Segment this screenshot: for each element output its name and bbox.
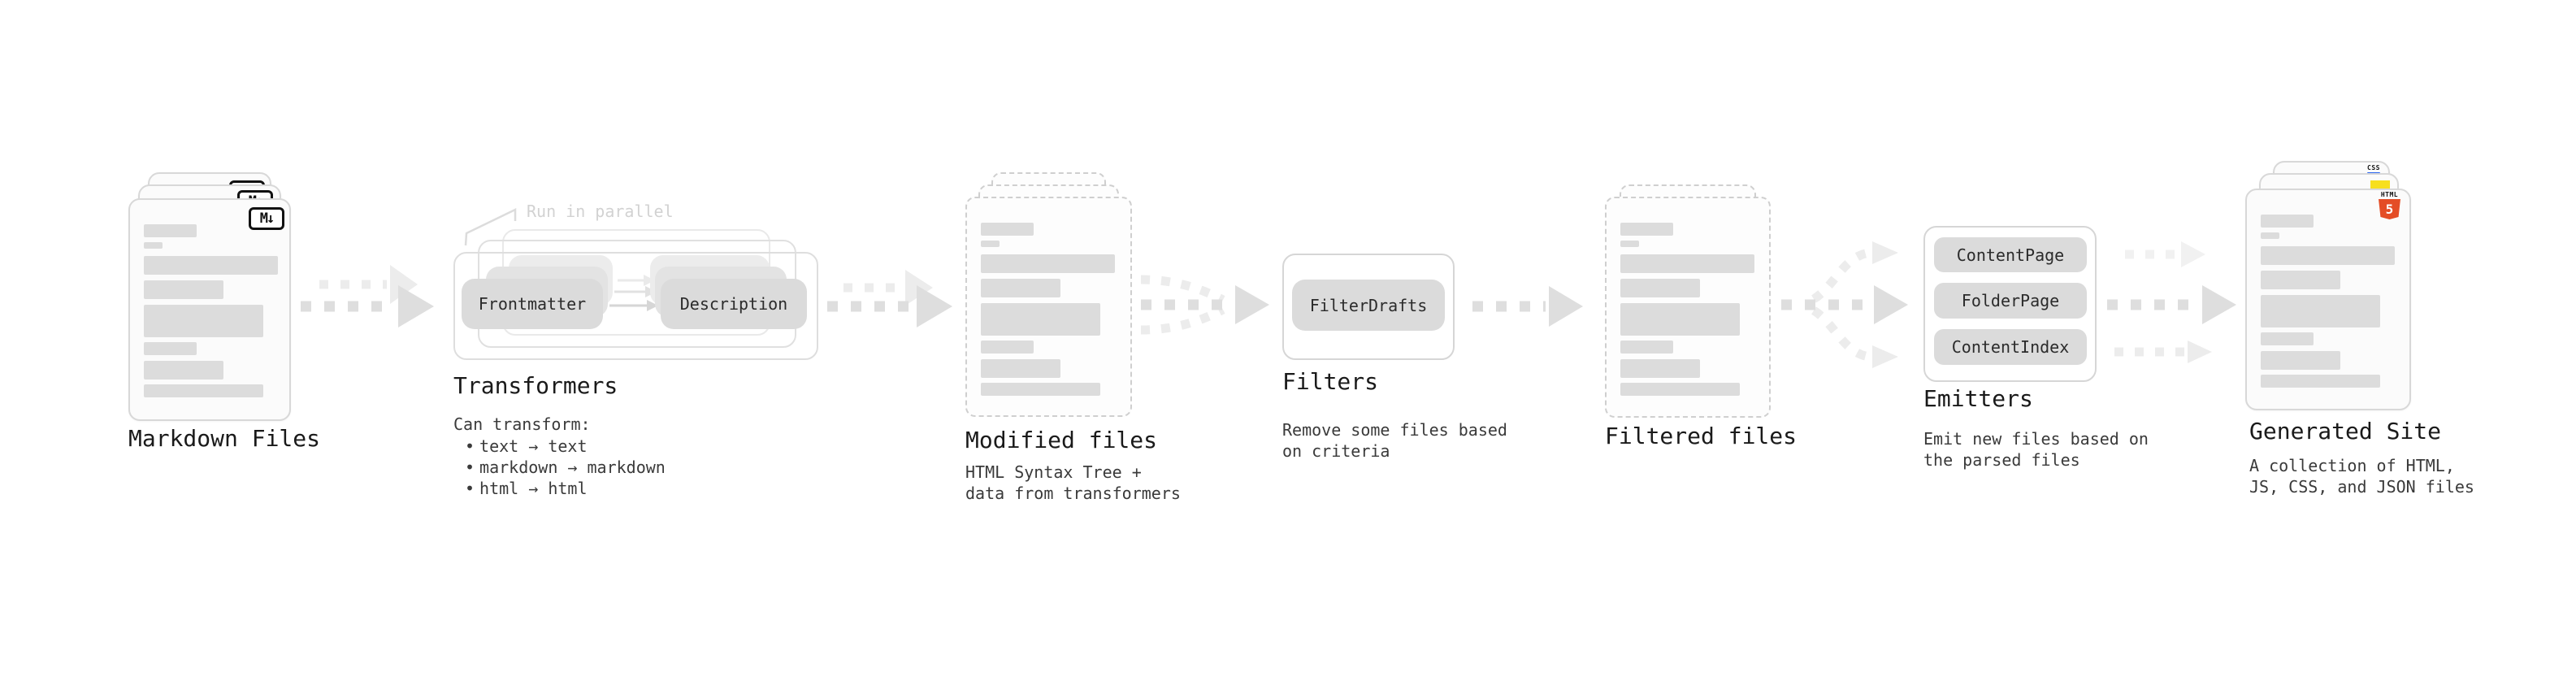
modified-files-subtitle: HTML Syntax Tree + data from transformer… [965, 462, 1181, 503]
arrow-modified-to-filters [1140, 275, 1269, 335]
site-file-html: HTML 5 [2245, 189, 2411, 410]
transformers-bullet-2: •markdown → markdown [465, 458, 666, 477]
generated-site-title: Generated Site [2249, 418, 2442, 445]
arrow-frontmatter-to-description [609, 275, 658, 311]
arrow-filtered-to-emitters [1781, 241, 1908, 368]
contentindex-emitter-box: ContentIndex [1934, 329, 2087, 365]
transformers-title: Transformers [453, 372, 618, 399]
annotation-leader-line [464, 208, 517, 246]
arrow-transformers-to-modified [827, 270, 952, 327]
modified-files-title: Modified files [965, 427, 1158, 453]
emitters-title: Emitters [1923, 385, 2033, 412]
filterdrafts-box: FilterDrafts [1292, 280, 1445, 331]
folderpage-emitter-box: FolderPage [1934, 283, 2087, 319]
transformers-subtitle: Can transform: [453, 414, 591, 434]
markdown-icon: M↓ [249, 207, 284, 230]
transformers-bullet-3: •html → html [465, 479, 588, 498]
document-content-placeholder [1607, 198, 1769, 416]
filters-subtitle: Remove some files based on criteria [1282, 420, 1507, 461]
frontmatter-transformer-box: Frontmatter [462, 279, 603, 329]
markdown-files-label: Markdown Files [128, 425, 321, 452]
transformer-layer-front [453, 252, 818, 360]
document-content-placeholder [967, 198, 1130, 415]
transformers-bullet-1: •text → text [465, 436, 588, 456]
emitters-panel [1923, 226, 2097, 382]
filtered-files-title: Filtered files [1605, 423, 1798, 449]
document-content-placeholder [2247, 190, 2409, 409]
modified-file-front [965, 197, 1132, 417]
document-content-placeholder [130, 200, 289, 419]
html5-icon: HTML 5 [2379, 192, 2400, 219]
filtered-file-front [1605, 197, 1771, 418]
filters-title: Filters [1282, 368, 1379, 395]
generated-site-subtitle: A collection of HTML, JS, CSS, and JSON … [2249, 456, 2474, 497]
emitters-subtitle: Emit new files based on the parsed files [1923, 429, 2149, 470]
filters-panel [1282, 254, 1455, 360]
arrow-markdown-to-transformers [301, 265, 434, 327]
arrow-filters-to-filtered [1472, 286, 1583, 327]
arrow-emitters-to-site [2107, 241, 2236, 363]
markdown-file-front: M↓ [128, 198, 291, 421]
contentpage-emitter-box: ContentPage [1934, 237, 2087, 272]
description-transformer-box: Description [661, 279, 807, 329]
run-in-parallel-annotation: Run in parallel [527, 202, 674, 221]
